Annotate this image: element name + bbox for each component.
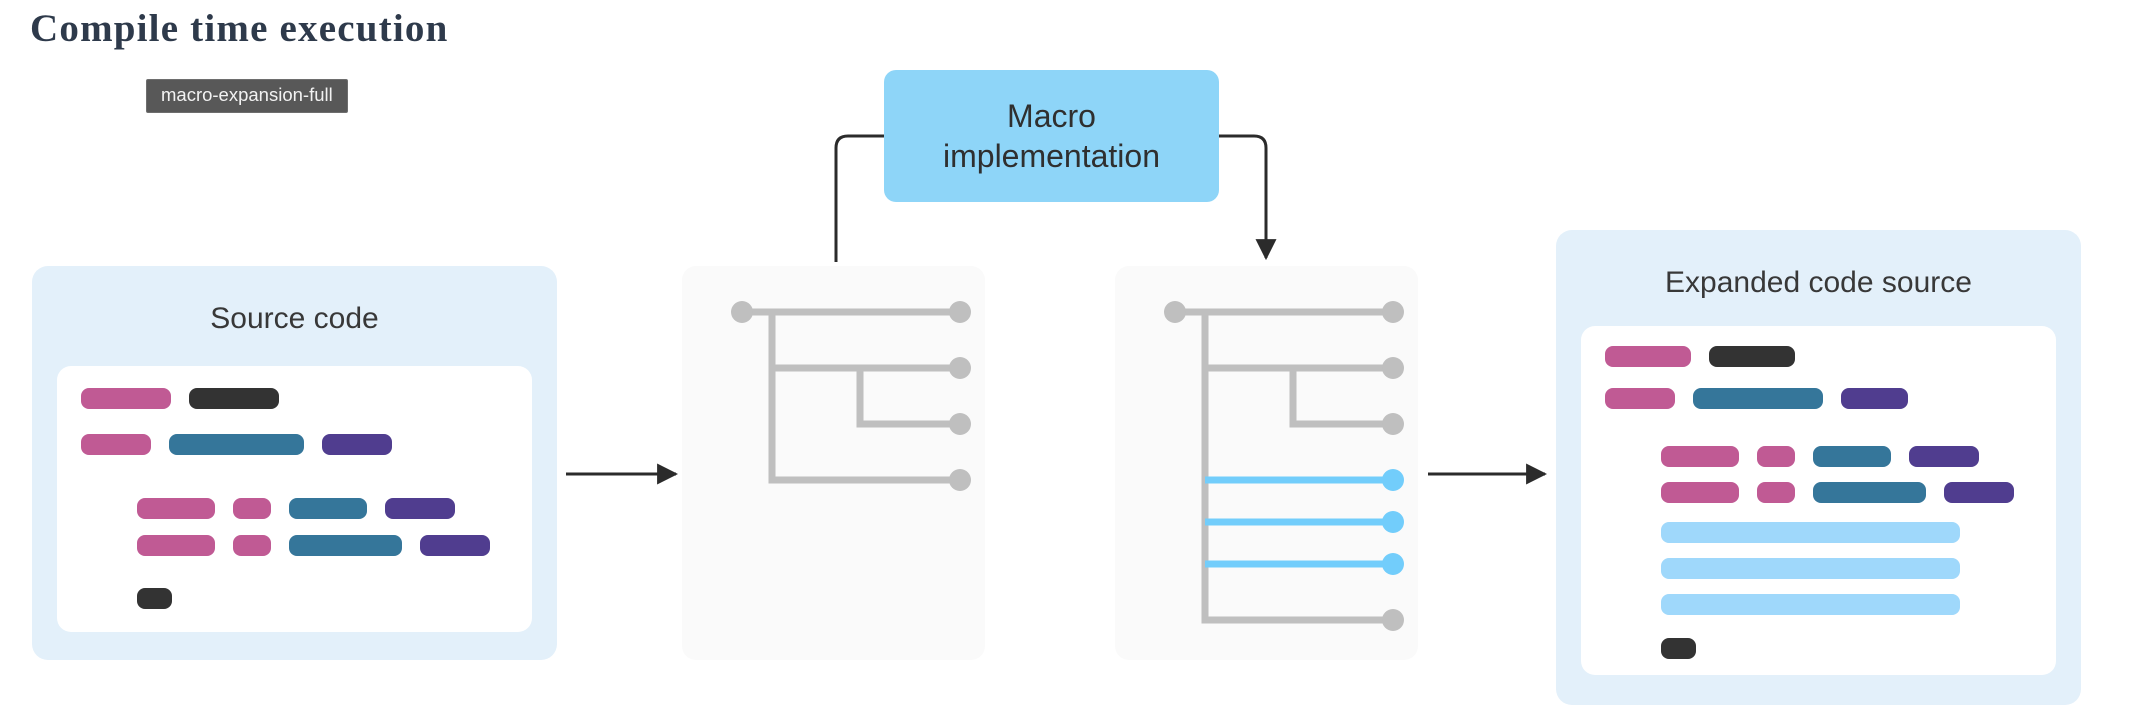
code-token [1661,522,1960,543]
code-token [1605,388,1675,409]
code-token [322,434,392,455]
code-token [81,434,151,455]
code-token [1661,446,1739,467]
source-code-panel: Source code [32,266,557,660]
expanded-code-inner-card [1581,326,2056,675]
macro-box-label-line1: Macro [1007,97,1096,134]
code-token [1757,446,1795,467]
code-token [1757,482,1795,503]
code-token [1661,594,1960,615]
code-token [233,498,271,519]
code-token [137,535,215,556]
code-token [137,498,215,519]
code-token [1813,446,1891,467]
expanded-code-panel-title: Expanded code source [1665,266,1972,299]
source-code-panel-title: Source code [210,302,379,335]
macro-expansion-tooltip: macro-expansion-full [146,79,348,113]
code-token [189,388,279,409]
macro-box-label-line2: implementation [943,138,1160,174]
expanded-code-panel: Expanded code source [1556,230,2081,705]
code-token [1944,482,2014,503]
connector-ast-before-to-macro [834,134,884,262]
code-token [1693,388,1823,409]
code-token [1909,446,1979,467]
ast-before-panel [682,266,985,660]
code-token [385,498,455,519]
code-token [1661,482,1739,503]
code-token [1661,558,1960,579]
code-token [137,588,172,609]
macro-implementation-box[interactable]: Macro implementation [884,70,1219,202]
code-token [233,535,271,556]
code-token [169,434,304,455]
code-token [289,498,367,519]
code-token [81,388,171,409]
ast-after-panel [1115,266,1418,660]
code-token [1709,346,1795,367]
page-title: Compile time execution [30,7,449,50]
code-token [1661,638,1696,659]
connector-macro-to-ast-after [1219,134,1277,261]
code-token [1605,346,1691,367]
source-code-inner-card [57,366,532,632]
code-token [420,535,490,556]
code-token [289,535,402,556]
code-token [1841,388,1908,409]
code-token [1813,482,1926,503]
